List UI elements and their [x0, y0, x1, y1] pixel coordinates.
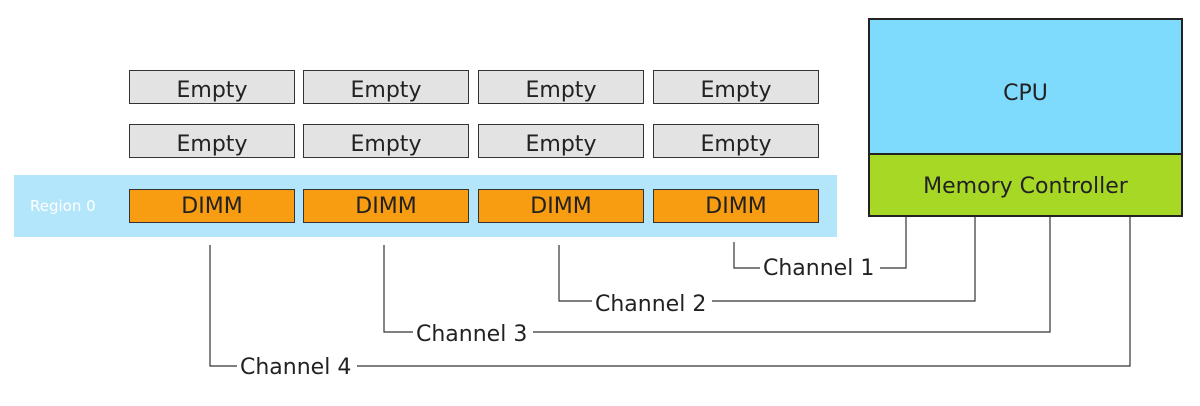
empty-slot: Empty	[303, 70, 469, 104]
dimm-slot: DIMM	[129, 189, 295, 223]
channel-1-label: Channel 1	[761, 255, 877, 283]
dimm-slot: DIMM	[478, 189, 644, 223]
memory-controller-box: Memory Controller	[868, 153, 1183, 217]
empty-slot: Empty	[303, 124, 469, 158]
empty-slot: Empty	[653, 124, 819, 158]
region-label: Region 0	[30, 197, 96, 215]
channel-1-wire	[733, 217, 907, 269]
cpu-box: CPU	[868, 18, 1183, 153]
empty-slot: Empty	[478, 124, 644, 158]
empty-slot: Empty	[478, 70, 644, 104]
channel-3-wire	[383, 217, 1051, 333]
channel-3-label: Channel 3	[414, 321, 530, 349]
dimm-slot: DIMM	[653, 189, 819, 223]
dimm-slot: DIMM	[303, 189, 469, 223]
channel-2-wire	[558, 217, 976, 302]
empty-slot: Empty	[129, 70, 295, 104]
empty-slot: Empty	[653, 70, 819, 104]
channel-4-label: Channel 4	[238, 354, 354, 382]
channel-2-label: Channel 2	[593, 291, 709, 319]
channel-4-wire	[209, 217, 1131, 367]
empty-slot: Empty	[129, 124, 295, 158]
